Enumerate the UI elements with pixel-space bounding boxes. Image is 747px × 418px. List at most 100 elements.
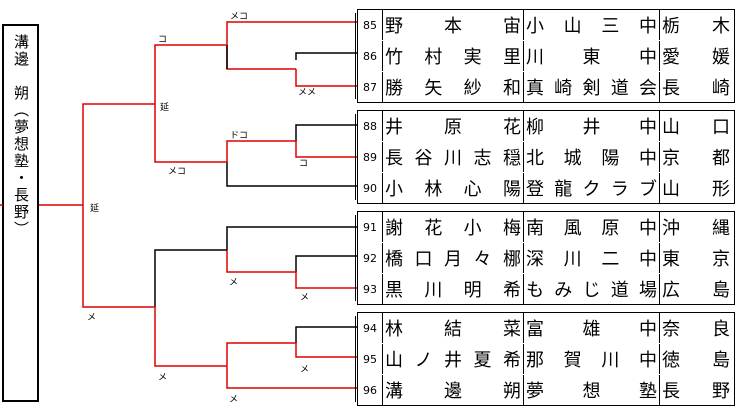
- player-prefecture: 長野: [662, 381, 730, 402]
- line-r2d: [154, 307, 227, 367]
- player-school: 夢想塾: [524, 375, 660, 405]
- player-row: 92 橋口月々梛 深川二中 東京: [358, 243, 734, 273]
- player-school: 南風原中: [524, 212, 660, 242]
- player-name: 長谷川志穏: [383, 142, 524, 172]
- seed-number: 96: [358, 375, 383, 405]
- seed-number: 89: [358, 142, 383, 172]
- line-92: [295, 255, 358, 272]
- line-85: [226, 21, 358, 45]
- line-r2b: [154, 104, 227, 163]
- player-block-b: 88 井原花 柳井中 山口 89 長谷川志穏 北城陽中 京都 90 小林心陽 登…: [355, 110, 735, 204]
- player-school: 登龍クラブ: [524, 173, 660, 203]
- seed-number: 91: [358, 212, 383, 242]
- player-school: 北城陽中: [524, 142, 660, 172]
- player-row: 95 山ノ井夏希 那賀川中 徳島: [358, 344, 734, 374]
- player-prefecture: 京都: [662, 148, 730, 169]
- player-row: 87 勝矢紗和 真崎剣道会 長崎: [358, 72, 734, 102]
- mark-r1c-top: メ: [229, 278, 238, 288]
- player-school: 川東中: [524, 41, 660, 71]
- bracket-block-d: [154, 307, 358, 389]
- player-name: 野本宙: [383, 10, 524, 40]
- seed-number: 92: [358, 243, 383, 273]
- player-name: 謝花小梅: [383, 212, 524, 242]
- player-prefecture: 山口: [662, 117, 730, 138]
- line-95: [295, 343, 358, 358]
- mark-r1b-bot: コ: [299, 159, 308, 169]
- player-row: 85 野本宙 小山三中 栃木: [358, 10, 734, 40]
- line-93: [295, 272, 358, 289]
- player-row: 94 林結菜 富雄中 奈良: [358, 313, 734, 343]
- player-school: 富雄中: [524, 313, 660, 343]
- line-90: [226, 162, 358, 187]
- line-86: [295, 52, 358, 60]
- player-block-c: 91 謝花小梅 南風原中 沖縄 92 橋口月々梛 深川二中 東京 93 黒川明希…: [355, 211, 735, 305]
- player-prefecture: 奈良: [662, 319, 730, 340]
- player-prefecture: 愛媛: [662, 47, 730, 68]
- player-row: 90 小林心陽 登龍クラブ 山形: [358, 173, 734, 203]
- seed-number: 88: [358, 111, 383, 141]
- player-block-d: 94 林結菜 富雄中 奈良 95 山ノ井夏希 那賀川中 徳島 96 溝邊朔 夢想…: [355, 312, 735, 406]
- player-prefecture: 沖縄: [662, 218, 730, 239]
- line-r2a: [154, 44, 227, 104]
- player-name: 竹村実里: [383, 41, 524, 71]
- player-school: 小山三中: [524, 10, 660, 40]
- player-prefecture: 徳島: [662, 350, 730, 371]
- mark-final-mid: 延: [90, 202, 99, 214]
- player-prefecture: 栃木: [662, 16, 730, 37]
- seed-number: 86: [358, 41, 383, 71]
- player-school: 真崎剣道会: [524, 72, 660, 102]
- line-r2c: [154, 249, 227, 307]
- line-r3b: [82, 205, 155, 308]
- player-prefecture: 東京: [662, 249, 730, 270]
- mark-r1c-bot: メ: [300, 293, 309, 303]
- player-row: 89 長谷川志穏 北城陽中 京都: [358, 142, 734, 172]
- line-r1a-win: [226, 45, 296, 70]
- player-school: 柳井中: [524, 111, 660, 141]
- bracket-block-a: [154, 21, 358, 104]
- champion-box: 溝邊 朔（夢想塾・長野）: [2, 24, 39, 402]
- player-name: 勝矢紗和: [383, 72, 524, 102]
- player-prefecture: 広島: [662, 280, 730, 301]
- line-96: [226, 366, 358, 389]
- mark-r3a-mid: 延: [160, 101, 169, 113]
- player-name: 林結菜: [383, 313, 524, 343]
- player-name: 小林心陽: [383, 173, 524, 203]
- mark-r1d-bot: メ: [229, 395, 238, 405]
- mark-r1b-top: ドコ: [230, 131, 248, 141]
- player-row: 86 竹村実里 川東中 愛媛: [358, 41, 734, 71]
- player-school: もみじ道場: [524, 274, 660, 304]
- seed-number: 90: [358, 173, 383, 203]
- line-r1c-win: [226, 250, 296, 273]
- line-r1d-win: [226, 342, 296, 366]
- mark-final-bot: メ: [87, 313, 96, 323]
- line-r1b-win: [226, 140, 296, 162]
- line-88: [295, 124, 358, 141]
- player-row: 88 井原花 柳井中 山口: [358, 111, 734, 141]
- champion-name: 溝邊 朔（夢想塾・長野）: [12, 34, 30, 238]
- mark-r1d-mid: メ: [300, 365, 309, 375]
- player-row: 96 溝邊朔 夢想塾 長野: [358, 375, 734, 405]
- mark-r2a-top: コ: [158, 35, 167, 45]
- player-name: 黒川明希: [383, 274, 524, 304]
- mark-r1a-bot: メメ: [298, 88, 316, 98]
- seed-number: 87: [358, 72, 383, 102]
- mark-r1a-top: メコ: [230, 12, 248, 22]
- player-name: 井原花: [383, 111, 524, 141]
- player-school: 那賀川中: [524, 344, 660, 374]
- bracket-block-b: [154, 104, 358, 187]
- player-block-a: 85 野本宙 小山三中 栃木 86 竹村実里 川東中 愛媛 87 勝矢紗和 真崎…: [355, 9, 735, 103]
- mark-r2d-bot: メ: [158, 373, 167, 383]
- player-school: 深川二中: [524, 243, 660, 273]
- player-prefecture: 山形: [662, 179, 730, 200]
- mark-r2b-bot: メコ: [168, 167, 186, 177]
- line-r3a: [82, 103, 155, 205]
- player-row: 91 謝花小梅 南風原中 沖縄: [358, 212, 734, 242]
- line-87: [295, 69, 358, 87]
- seed-number: 85: [358, 10, 383, 40]
- line-94: [295, 326, 358, 343]
- bracket-block-c: [154, 226, 358, 307]
- line-91: [226, 226, 358, 250]
- line-89: [295, 141, 358, 158]
- player-name: 橋口月々梛: [383, 243, 524, 273]
